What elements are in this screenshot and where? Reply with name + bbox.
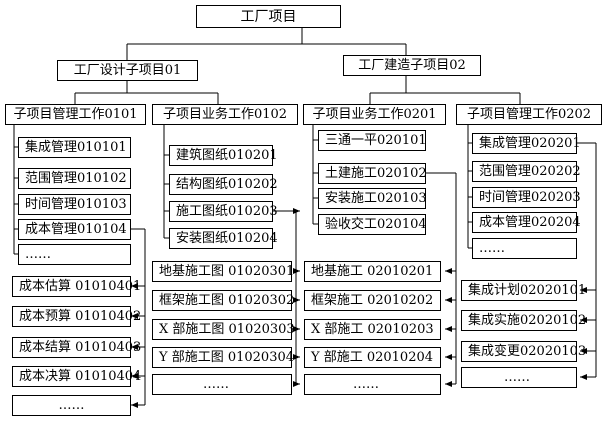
- construction-item-02010201: 地基施工 02010201: [304, 261, 441, 282]
- cost-item-01010404: 成本决算 01010404: [12, 366, 141, 387]
- work-package-0201: 子项目业务工作0201: [303, 104, 446, 125]
- item-010201: 建筑图纸010201: [169, 145, 278, 166]
- item-020102: 土建施工020102: [318, 163, 427, 184]
- item-020103: 安装施工020103: [318, 188, 427, 209]
- cost-item-01010403: 成本结算 01010403: [12, 337, 141, 358]
- construction-item-02010203: X 部施工 02010203: [304, 319, 441, 340]
- work-package-0101: 子项目管理工作0101: [5, 104, 146, 125]
- item-020202: 范围管理020202: [472, 161, 581, 182]
- item-020201: 集成管理020201: [472, 133, 581, 154]
- item-020101: 三通一平020101: [318, 130, 427, 151]
- item-010202: 结构图纸010202: [169, 174, 278, 195]
- construction-item-02010202: 框架施工 02010202: [304, 290, 441, 311]
- cost-item-more: ……: [12, 395, 131, 416]
- item-0202-more: ……: [472, 238, 577, 259]
- item-020204: 成本管理020204: [472, 212, 581, 233]
- integration-item-02020102: 集成实施02020102: [461, 310, 586, 331]
- integration-item-more: ……: [461, 367, 577, 388]
- work-package-0202: 子项目管理工作0202: [456, 104, 602, 125]
- item-010102: 范围管理010102: [18, 168, 131, 189]
- item-010203: 施工图纸010203: [169, 201, 278, 222]
- sub-project-design: 工厂设计子项目01: [57, 60, 198, 81]
- item-010103: 时间管理010103: [18, 194, 131, 215]
- drawing-item-01020303: X 部施工图 01020303: [152, 319, 295, 340]
- integration-item-02020103: 集成变更02020103: [461, 341, 586, 362]
- drawing-item-more: ……: [152, 374, 292, 395]
- item-010101: 集成管理010101: [18, 137, 131, 158]
- work-package-0102: 子项目业务工作0102: [152, 104, 298, 125]
- sub-project-construction: 工厂建造子项目02: [343, 55, 481, 76]
- drawing-item-01020301: 地基施工图 01020301: [152, 261, 294, 282]
- cost-item-01010401: 成本估算 01010401: [12, 276, 141, 297]
- item-010104: 成本管理010104: [18, 219, 131, 240]
- item-020203: 时间管理020203: [472, 187, 581, 208]
- cost-item-01010402: 成本预算 01010402: [12, 306, 141, 327]
- drawing-item-01020304: Y 部施工图 01020304: [152, 347, 294, 368]
- item-010204: 安装图纸010204: [169, 228, 278, 249]
- item-0101-more: ……: [18, 244, 131, 265]
- root-node: 工厂项目: [196, 5, 341, 28]
- drawing-item-01020302: 框架施工图 01020302: [152, 290, 294, 311]
- construction-item-02010204: Y 部施工 02010204: [304, 347, 441, 368]
- integration-item-02020101: 集成计划02020101: [461, 280, 586, 301]
- item-020104: 验收交工020104: [318, 214, 427, 235]
- construction-item-more: ……: [304, 374, 441, 395]
